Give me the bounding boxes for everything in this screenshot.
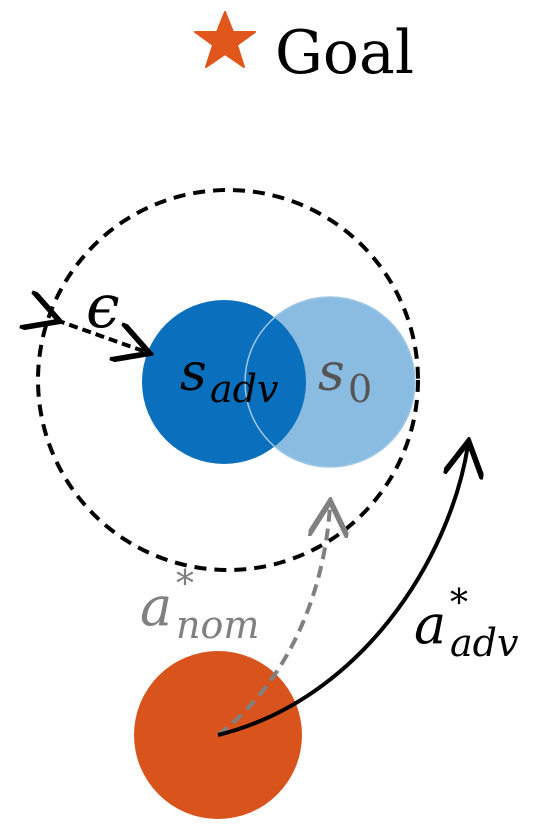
s-adv-label: s adv (180, 343, 279, 411)
state-s-adv (142, 300, 306, 464)
a-nom-base: a (140, 575, 172, 638)
epsilon-arrow (56, 320, 146, 352)
goal-label: Goal (275, 18, 414, 88)
a-nom-sup: * (176, 564, 194, 605)
a-nom-arrow (216, 505, 330, 737)
s-adv-base: s (180, 343, 207, 403)
a-adv-base: a (414, 593, 446, 656)
a-adv-sub: adv (450, 621, 519, 665)
state-s0-outline (244, 296, 416, 468)
s0-sub: 0 (348, 367, 372, 411)
goal-legend: Goal (194, 11, 414, 88)
epsilon-ball (36, 188, 420, 572)
epsilon-label: ϵ (86, 272, 120, 342)
s-adv-sub: adv (210, 367, 279, 411)
a-adv-arrow (217, 445, 468, 737)
a-nom-label: a * nom (140, 564, 259, 647)
a-adv-sup: * (450, 583, 468, 624)
s0-label: s 0 (318, 343, 372, 411)
s0-base: s (318, 343, 345, 403)
a-adv-label: a * adv (414, 583, 519, 665)
star-icon (194, 11, 256, 68)
a-nom-sub: nom (176, 603, 259, 647)
